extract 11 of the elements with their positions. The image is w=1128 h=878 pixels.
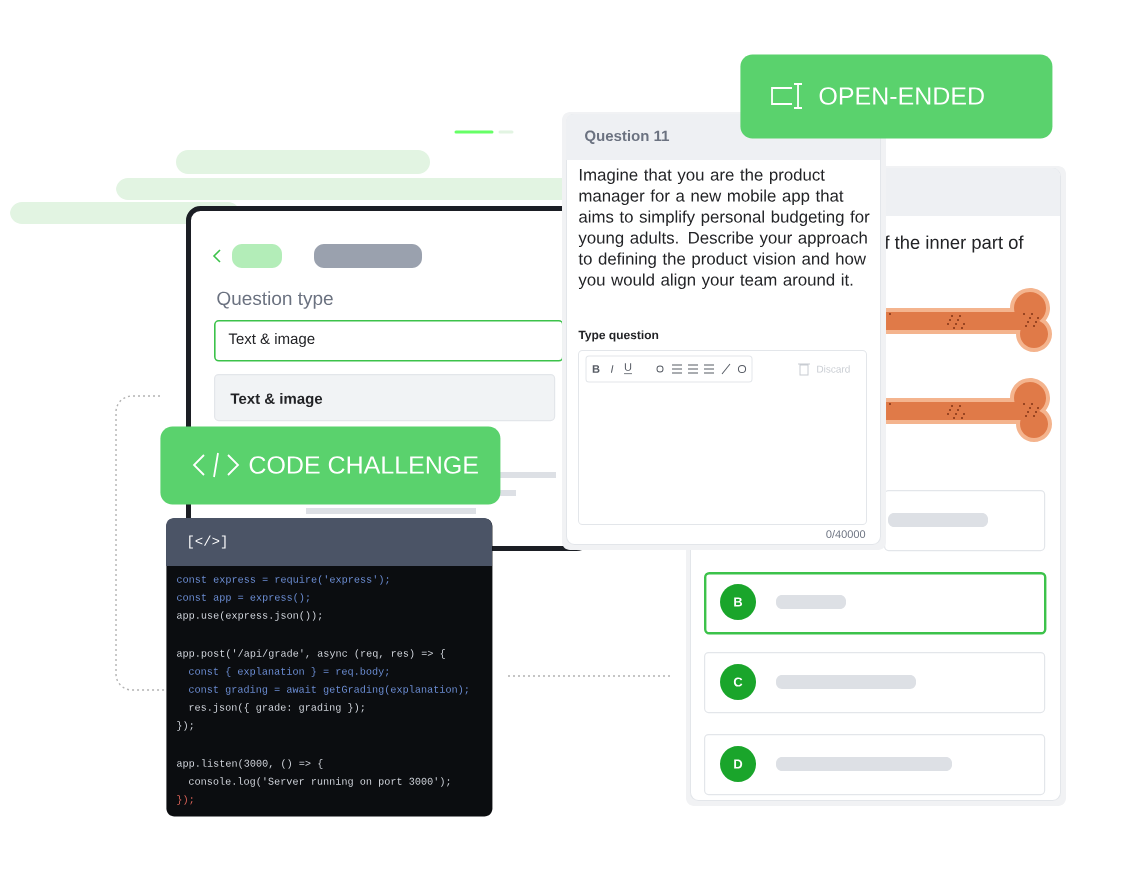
question-text: f the inner part of bbox=[884, 235, 1024, 253]
badge-text: OPEN-ENDED bbox=[819, 87, 984, 105]
answer-option bbox=[884, 490, 1046, 552]
answer-option bbox=[704, 572, 1047, 635]
answer-option bbox=[704, 652, 1046, 714]
dropdown-option bbox=[214, 374, 556, 422]
badge-text: CODE CHALLENGE bbox=[249, 456, 478, 474]
question-text: Imagine that you are the product manager for a new mobile app that aims to simplify personal budgeting for young adults. Describe your approach to defining the product vision and how you would align your team around it. bbox=[578, 168, 870, 290]
field-label: Question type bbox=[217, 291, 333, 309]
select-field bbox=[214, 320, 564, 362]
answer-option bbox=[704, 734, 1046, 796]
